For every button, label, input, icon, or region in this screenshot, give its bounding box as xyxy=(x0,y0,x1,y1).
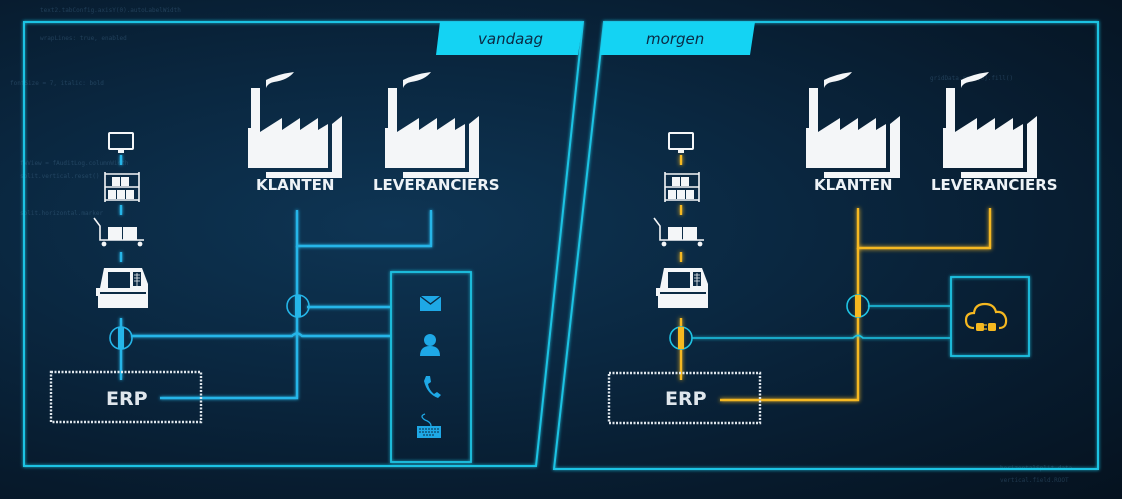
panel-today-frame xyxy=(23,21,585,467)
phone-icon xyxy=(424,376,441,398)
panel-today: vandaag KLANTEN LEVERANCIERS xyxy=(23,21,585,467)
shelf-icon xyxy=(664,171,700,203)
register-icon xyxy=(95,267,149,309)
svg-text:vertical.field.ROOT: vertical.field.ROOT xyxy=(1000,477,1069,484)
erp-box: ERP xyxy=(607,371,762,425)
tomorrow-cloud-connections xyxy=(692,305,950,339)
erp-box: ERP xyxy=(49,370,203,424)
svg-text:wrapLines: true, enabled: wrapLines: true, enabled xyxy=(40,35,127,42)
cart-icon xyxy=(93,217,145,248)
keyboard-icon xyxy=(417,413,441,438)
svg-text:text2.tabConfig.axisY(0).autoL: text2.tabConfig.axisY(0).autoLabelWidth xyxy=(40,7,181,14)
tab-tomorrow[interactable]: morgen xyxy=(600,22,755,55)
junction-node xyxy=(286,294,310,318)
junction-node xyxy=(669,326,693,350)
factory-suppliers-icon xyxy=(385,72,479,178)
factory-customers-icon xyxy=(806,72,900,178)
cloud-box xyxy=(950,276,1030,357)
register-icon xyxy=(655,267,709,309)
user-icon xyxy=(420,334,440,356)
erp-label: ERP xyxy=(665,388,707,410)
suppliers-label: LEVERANCIERS xyxy=(931,176,1058,194)
customers-label: KLANTEN xyxy=(256,176,334,194)
junction-node xyxy=(109,326,133,350)
factory-customers-icon xyxy=(248,72,342,178)
monitor-icon xyxy=(108,132,134,154)
tab-today-label: vandaag xyxy=(478,30,543,48)
panel-tomorrow-frame xyxy=(552,21,1099,470)
junction-node xyxy=(846,294,870,318)
mail-icon xyxy=(419,295,442,311)
monitor-icon xyxy=(668,132,694,154)
channels-box xyxy=(390,271,472,463)
shelf-icon xyxy=(104,171,140,203)
factory-suppliers-icon xyxy=(943,72,1037,178)
svg-text:fontSize = 7, italic: bold: fontSize = 7, italic: bold xyxy=(10,80,104,87)
cart-icon xyxy=(653,217,705,248)
svg-text:fwView = fAuditLog.columnWidth: fwView = fAuditLog.columnWidth xyxy=(20,160,129,167)
tab-today[interactable]: vandaag xyxy=(436,22,583,55)
erp-label: ERP xyxy=(106,388,148,410)
svg-text:split.vertical.reset(): split.vertical.reset() xyxy=(20,173,99,180)
suppliers-label: LEVERANCIERS xyxy=(373,176,500,194)
cloud-plug-icon xyxy=(964,302,1008,331)
tab-tomorrow-label: morgen xyxy=(646,30,704,48)
customers-label: KLANTEN xyxy=(814,176,892,194)
svg-text:split.horizontal.marker: split.horizontal.marker xyxy=(20,210,103,217)
panel-tomorrow: morgen KLANTEN LEVERANCIERS xyxy=(552,21,1099,470)
